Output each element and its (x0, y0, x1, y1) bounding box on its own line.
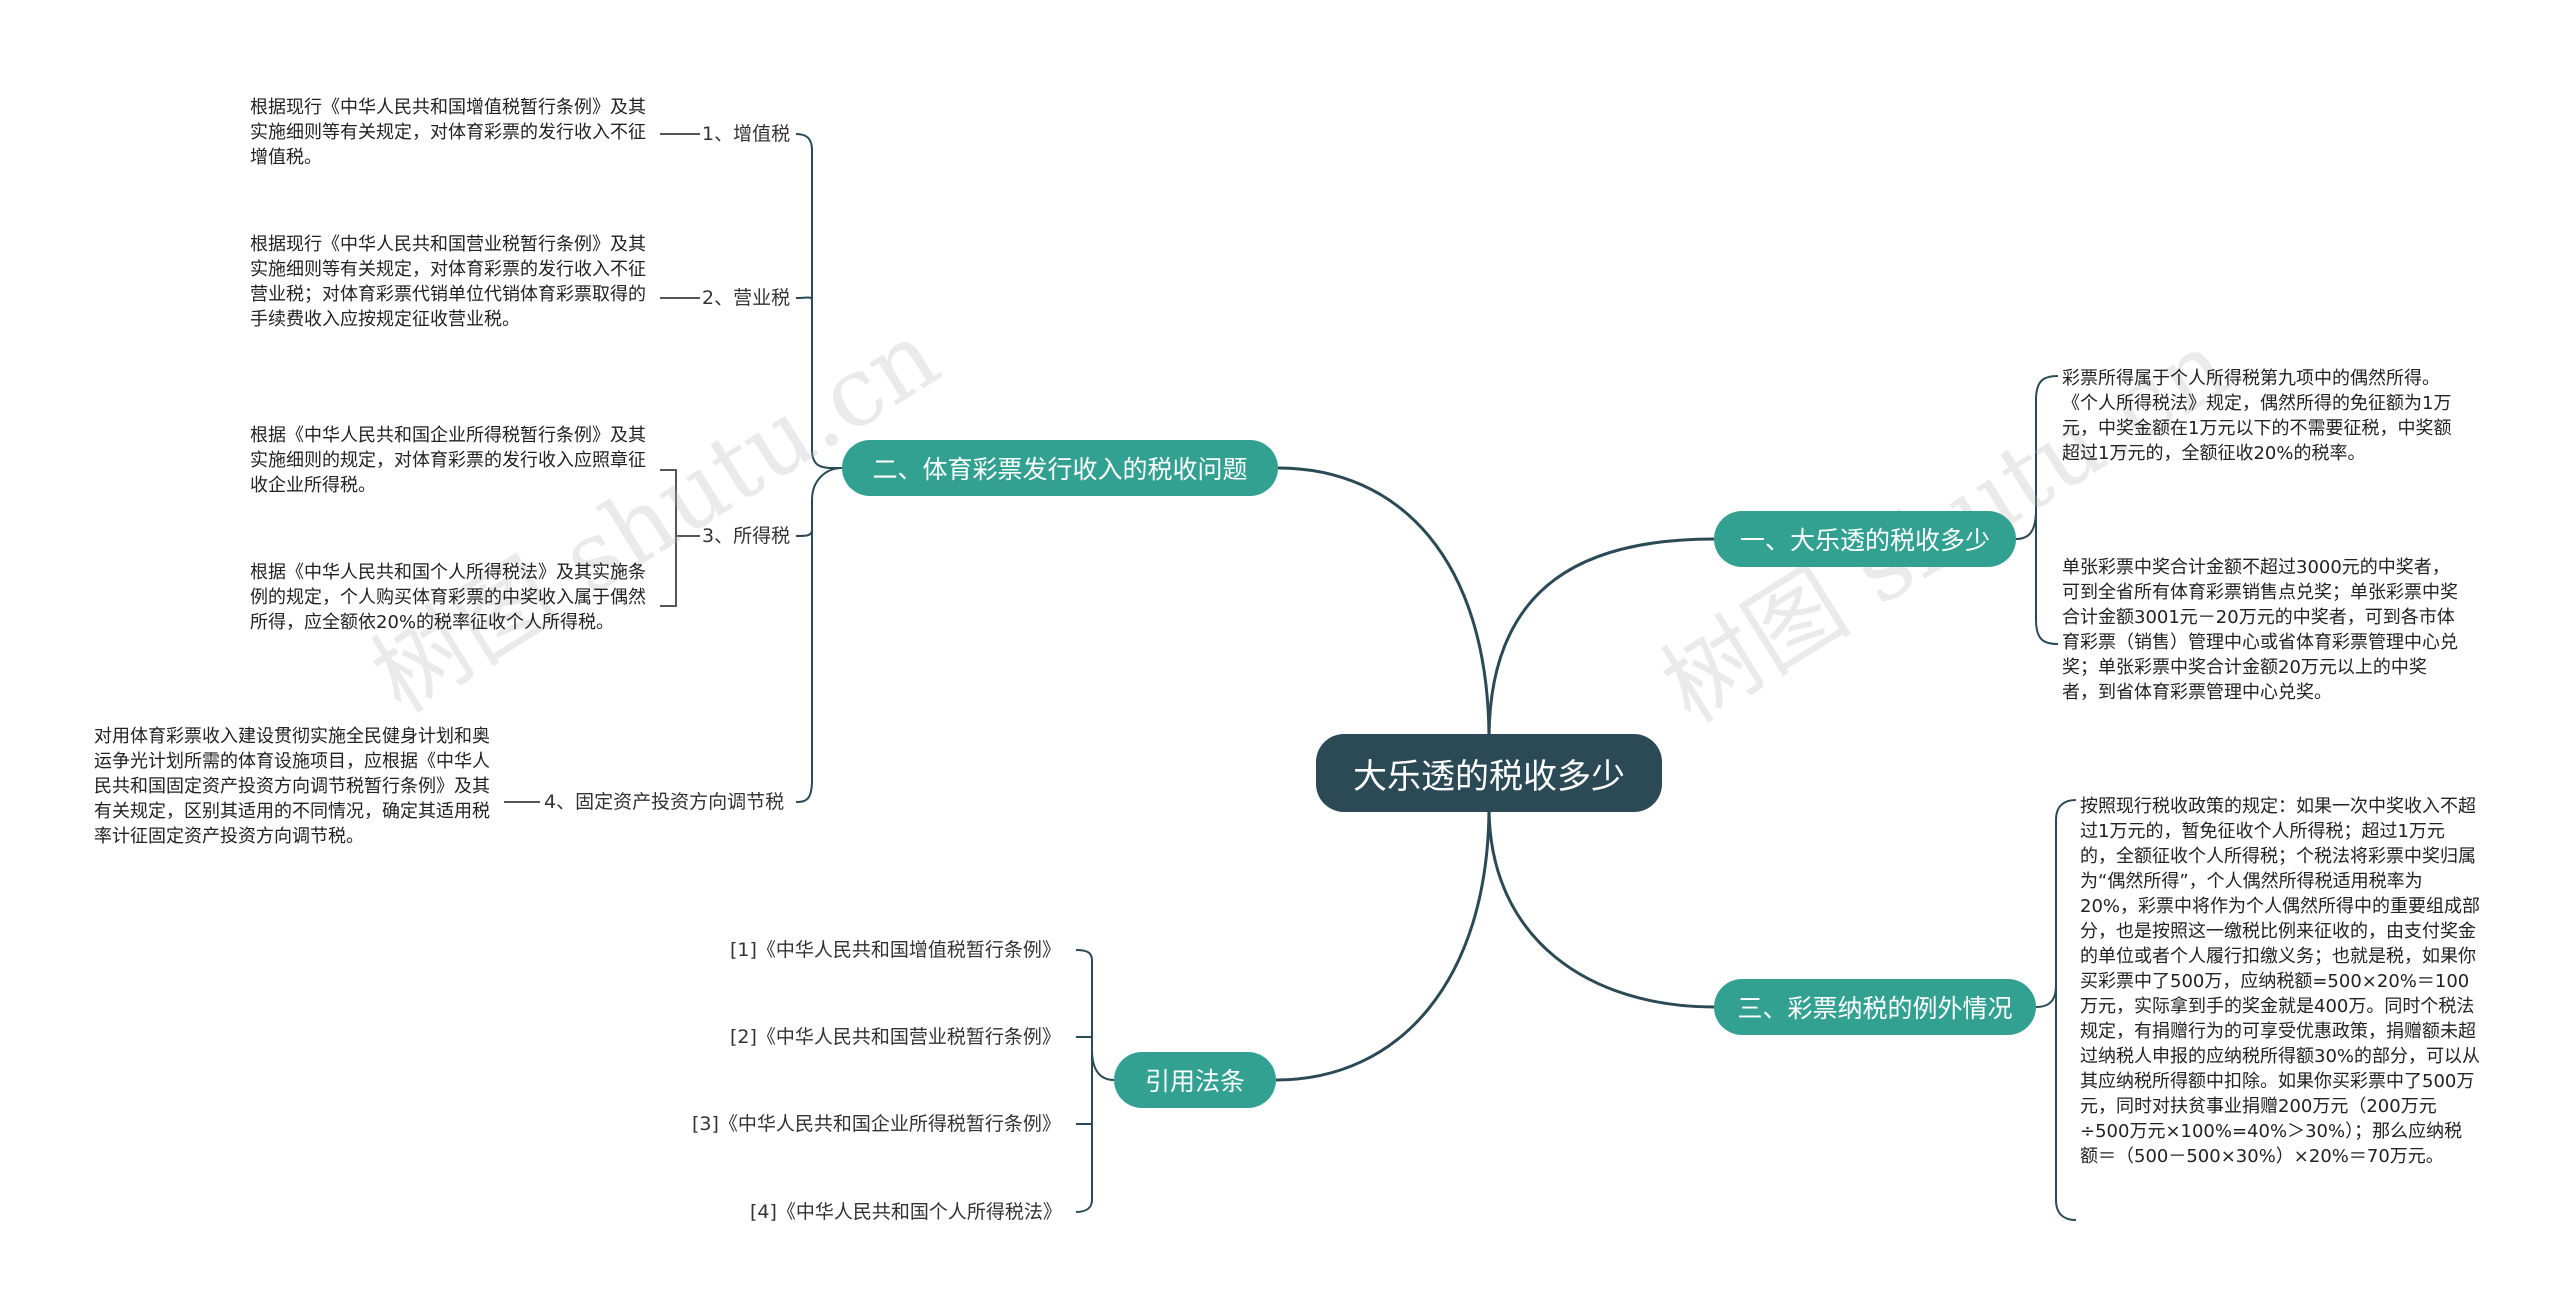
link-root-b1 (1487, 537, 1715, 738)
b3-link-1 (2035, 799, 2077, 1008)
b2-item-business-tax[interactable]: 2、营业税 (702, 287, 791, 309)
b2-item-fixed-asset-tax[interactable]: 4、固定资产投资方向调节税 (544, 791, 785, 813)
citation-1[interactable]: [1]《中华人民共和国增值税暂行条例》 (730, 939, 1061, 961)
b2-income-leaf-2 (660, 536, 677, 607)
b2-income-leaf-1 (660, 469, 700, 537)
branch-exceptions[interactable]: 三、彩票纳税的例外情况 (1714, 979, 2036, 1035)
b1-para-1: 彩票所得属于个人所得税第九项中的偶然所得。《个人所得税法》规定，偶然所得的免征额… (2062, 368, 2452, 464)
b2-item-vat[interactable]: 1、增值税 (702, 123, 791, 145)
b1-para-2: 单张彩票中奖合计金额不超过3000元的中奖者，可到全省所有体育彩票销售点兑奖；单… (2062, 557, 2458, 703)
b2-income-para-1: 根据《中华人民共和国企业所得税暂行条例》及其实施细则的规定，对体育彩票的发行收入… (250, 425, 646, 496)
b3-link-2 (2055, 985, 2077, 1221)
branch-citations[interactable]: 引用法条 (1114, 1052, 1276, 1108)
b4-link-3 (1076, 1050, 1093, 1125)
b2-link-business (795, 296, 813, 301)
root-node[interactable]: 大乐透的税收多少 (1316, 734, 1662, 812)
b4-link-1 (1075, 949, 1115, 1081)
link-root-b4 (1275, 808, 1491, 1082)
b2-vat-para: 根据现行《中华人民共和国增值税暂行条例》及其实施细则等有关规定，对体育彩票的发行… (250, 97, 646, 168)
b1-link-2 (2035, 510, 2059, 645)
b2-item-income-tax[interactable]: 3、所得税 (702, 525, 791, 547)
b2-link-fixed (795, 500, 813, 803)
b2-business-para: 根据现行《中华人民共和国营业税暂行条例》及其实施细则等有关规定，对体育彩票的发行… (250, 234, 646, 330)
branch-issuance-tax[interactable]: 二、体育彩票发行收入的税收问题 (842, 440, 1278, 496)
link-root-b2 (1277, 466, 1491, 738)
citation-3[interactable]: [3]《中华人民共和国企业所得税暂行条例》 (692, 1113, 1061, 1135)
b2-fixed-asset-para: 对用体育彩票收入建设贯彻实施全民健身计划和奥运争光计划所需的体育设施项目，应根据… (94, 726, 490, 847)
citation-4[interactable]: [4]《中华人民共和国个人所得税法》 (750, 1201, 1062, 1223)
b1-link-1 (2015, 375, 2059, 540)
link-root-b3 (1487, 808, 1715, 1009)
citation-2[interactable]: [2]《中华人民共和国营业税暂行条例》 (730, 1026, 1061, 1048)
b4-link-4 (1075, 1124, 1093, 1213)
b3-para: 按照现行税收政策的规定：如果一次中奖收入不超过1万元的，暂免征收个人所得税；超过… (2080, 796, 2481, 1167)
b2-income-para-2: 根据《中华人民共和国个人所得税法》及其实施条例的规定，个人购买体育彩票的中奖收入… (250, 562, 646, 633)
branch-tax-amount[interactable]: 一、大乐透的税收多少 (1714, 511, 2016, 567)
